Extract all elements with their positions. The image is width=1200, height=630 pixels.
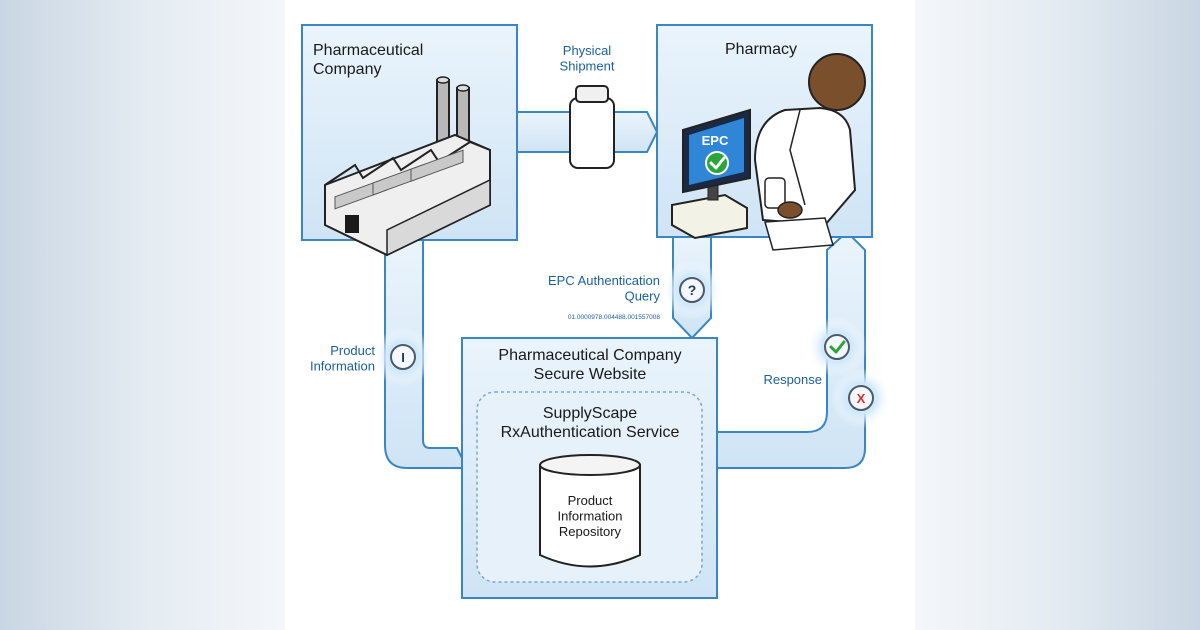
- pharmacy-title: Pharmacy: [725, 41, 797, 58]
- monitor-screen-text: EPC: [702, 133, 729, 148]
- reject-badge: X: [848, 385, 874, 411]
- factory-illustration: [324, 76, 491, 257]
- response-pipe: [716, 230, 866, 469]
- monitor-check-icon: [705, 151, 729, 175]
- svg-text:?: ?: [688, 282, 697, 298]
- info-badge: I: [390, 344, 416, 370]
- pill-bottle-icon: [569, 85, 615, 169]
- pharmacist-illustration: [753, 53, 866, 251]
- accept-check-icon: [824, 334, 850, 360]
- svg-text:I: I: [401, 350, 405, 365]
- epc-monitor: EPC: [671, 108, 751, 240]
- question-badge: ?: [679, 277, 705, 303]
- response-label: Response: [763, 372, 822, 387]
- product-info-pipe: [384, 239, 469, 469]
- svg-text:X: X: [857, 391, 866, 406]
- epc-code-label: 01.0000978.004488.001557008: [568, 314, 661, 321]
